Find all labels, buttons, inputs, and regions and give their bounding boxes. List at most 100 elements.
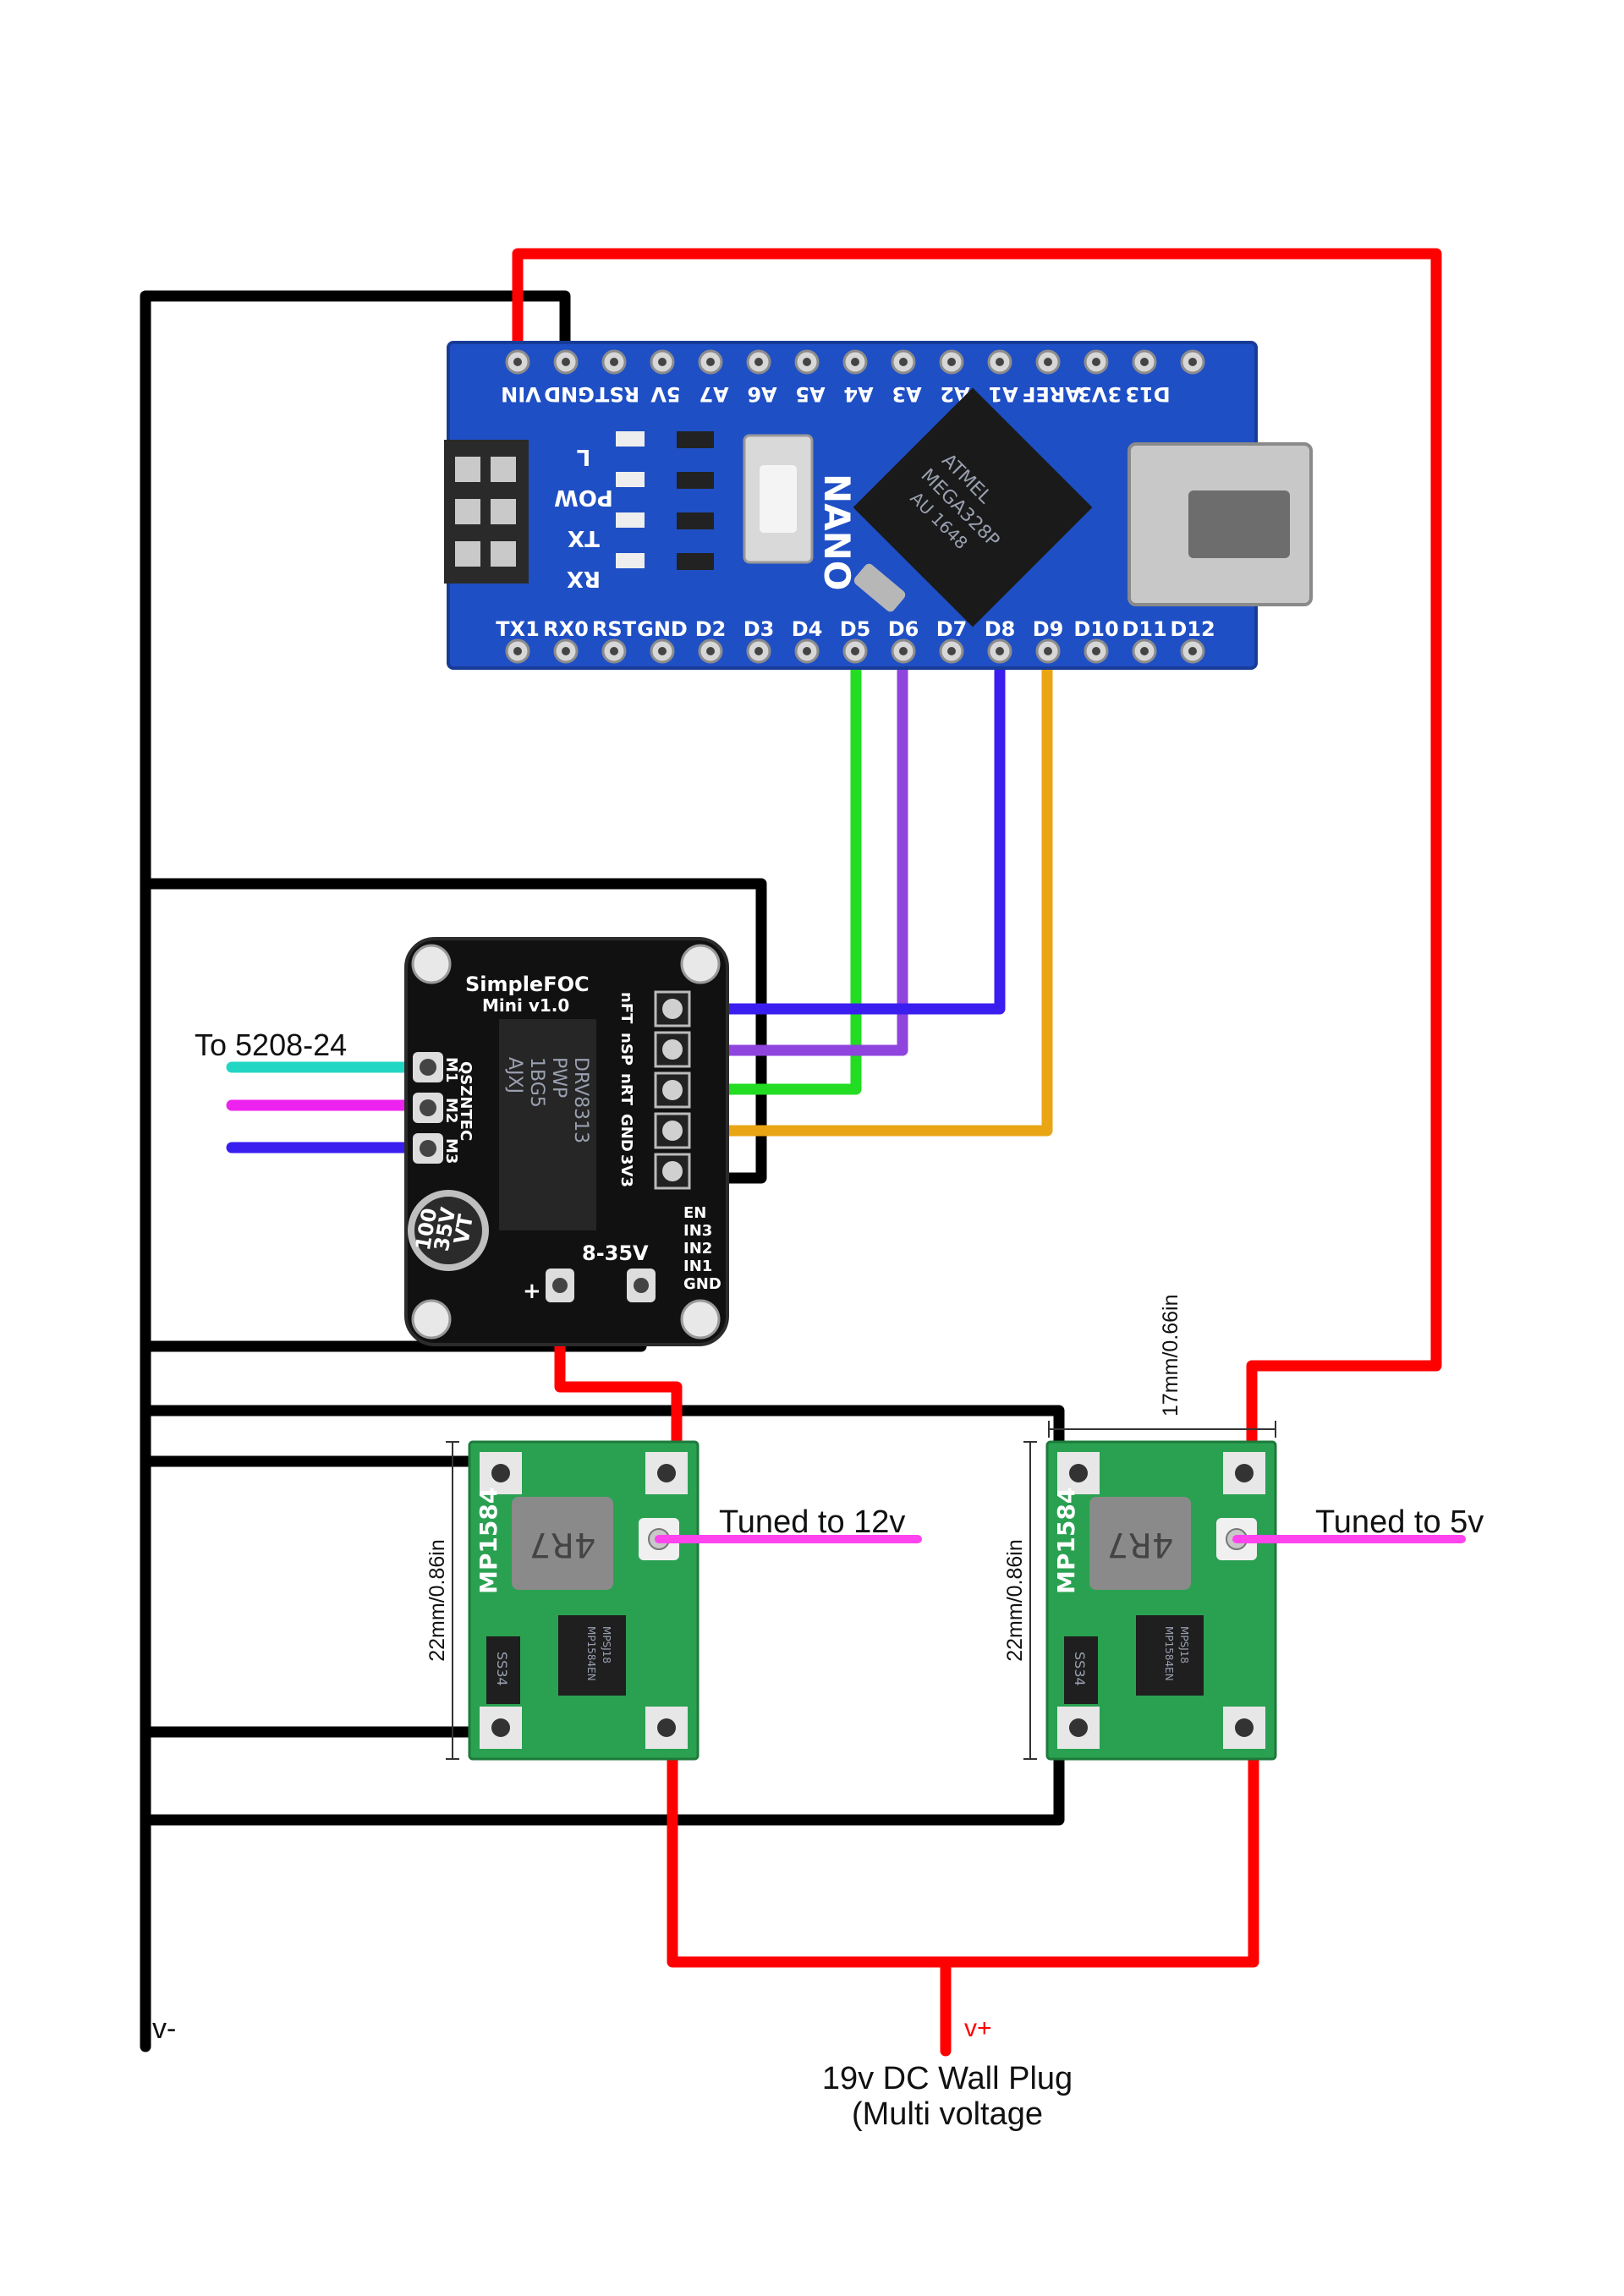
driver-left-vertical: QSZNTEC [457, 1061, 475, 1141]
nano-bottom-pin-hole [754, 647, 763, 655]
usb-opening [1188, 490, 1290, 558]
driver-motor-hole [420, 1140, 436, 1157]
driver-right-pin-label: 3V3 [617, 1154, 635, 1187]
capacitor-line: VT [449, 1212, 478, 1246]
buck-ic-line: MPSJ18 [1178, 1626, 1190, 1663]
nano-board-name: NANO [816, 474, 858, 591]
nano-top-pin-hole [513, 358, 522, 366]
buck-height-label: 22mm/0.86in [1003, 1539, 1027, 1662]
driver-chip-line: DRV8313 [570, 1057, 591, 1143]
v-minus-label: v- [152, 2013, 176, 2045]
nano-top-pin-hole [803, 358, 811, 366]
nano-top-pin-label: A7 [699, 382, 728, 406]
buck-ic-line: MP1584EN [585, 1626, 597, 1681]
nano-bottom-pin-hole [1044, 647, 1052, 655]
wire-d6 [681, 645, 908, 1056]
driver-motor-hole [420, 1099, 436, 1116]
driver-ctrl-label: IN1 [683, 1258, 712, 1275]
v-plus-label: v+ [964, 2014, 992, 2042]
nano-bottom-pin-label: D2 [695, 617, 727, 641]
buck-pad-hole [491, 1464, 510, 1482]
nano-bottom-pin-hole [803, 647, 811, 655]
buck-pad-hole [657, 1464, 676, 1482]
nano-top-pin-hole [899, 358, 908, 366]
nano-bottom-pin-label: TX1 [496, 617, 540, 641]
nano-bottom-pin-hole [1188, 647, 1197, 655]
wire-d5 [681, 645, 862, 1095]
driver-motor-hole [420, 1059, 436, 1076]
nano-led [616, 512, 645, 528]
driver-chip-line: 1BG5 [526, 1057, 547, 1108]
right-buck-width-label: 17mm/0.66in [1159, 1294, 1182, 1417]
buck-diode [1064, 1636, 1098, 1704]
nano-top-pin-label: D13 [1125, 382, 1170, 406]
nano-bottom-pin-label: D3 [743, 617, 775, 641]
driver-right-pin-label: nRT [617, 1073, 635, 1106]
nano-bottom-pin-hole [851, 647, 859, 655]
buck-diode-label: SS34 [494, 1652, 510, 1686]
mounting-holes [411, 944, 721, 1340]
nano-led [616, 553, 645, 568]
buck-pad-hole [491, 1718, 510, 1737]
nano-top-pin-hole [851, 358, 859, 366]
nano-led-label: POW [554, 485, 613, 510]
nano-resistor [677, 553, 714, 570]
nano-bottom-pin-label: RST [592, 617, 637, 641]
nano-top-pin-hole [658, 358, 667, 366]
wire-d9 [681, 645, 1053, 1137]
nano-bottom-pin-label: D4 [792, 617, 823, 641]
driver-motor-pin-label: M3 [442, 1138, 460, 1164]
nano-top-pin-label: A4 [843, 382, 873, 406]
driver-header-pin [662, 999, 683, 1019]
nano-top-pin-hole [610, 358, 618, 366]
nano-top-pin-hole [754, 358, 763, 366]
buck-pad-hole [1235, 1464, 1254, 1482]
driver-header-pin [662, 1039, 683, 1060]
driver-right-pin-label: nSP [617, 1033, 635, 1066]
capacitor [408, 1190, 489, 1271]
nano-top-pin-hole [947, 358, 956, 366]
driver-motor-pin-label: M1 [442, 1057, 460, 1082]
nano-bottom-pin-label: D8 [985, 617, 1016, 641]
nano-top-pin-hole [1188, 358, 1197, 366]
wires [140, 248, 1442, 2057]
nano-top-pin-label: A6 [747, 382, 776, 406]
nano-bottom-pin-label: D6 [888, 617, 919, 641]
driver-ctrl-label: IN3 [683, 1222, 712, 1240]
buck-chip-label: MP1584 [1052, 1488, 1080, 1594]
nano-top-pin-hole [1044, 358, 1052, 366]
nano-top-pin-label: A1 [988, 382, 1018, 406]
buck-chip-label: MP1584 [475, 1488, 502, 1594]
nano-led-label: L [577, 444, 591, 469]
reset-button-cap [760, 465, 797, 533]
driver-voltage: 8-35V [582, 1241, 649, 1265]
buck-pad-hole [1069, 1464, 1088, 1482]
driver-right-pin-label: GND [617, 1114, 635, 1152]
buck-pad-hole [657, 1718, 676, 1737]
buck-inductor-label: 4R7 [529, 1525, 596, 1564]
nano-bottom-pin-hole [706, 647, 715, 655]
driver-header-pin [662, 1121, 683, 1141]
driver-chip-line: PWP [548, 1057, 569, 1098]
nano-bottom-pin-hole [610, 647, 618, 655]
crystal [853, 563, 906, 612]
buck-ic [1136, 1615, 1204, 1696]
buck-ic-line: MPSJ18 [601, 1626, 612, 1663]
nano-led [616, 431, 645, 447]
nano-bottom-pin-label: D5 [840, 617, 871, 641]
tuned-5v-label: Tuned to 5v [1315, 1504, 1484, 1540]
nano-bottom-pin-label: RX0 [543, 617, 589, 641]
nano-bottom-pin-row [505, 638, 1205, 664]
nano-top-pin-hole [562, 358, 570, 366]
nano-bottom-pin-label: D10 [1073, 617, 1118, 641]
nano-bottom-pin-hole [947, 647, 956, 655]
driver-header-pin [662, 1161, 683, 1181]
buck-ic [558, 1615, 626, 1696]
buck-inductor [512, 1497, 613, 1590]
